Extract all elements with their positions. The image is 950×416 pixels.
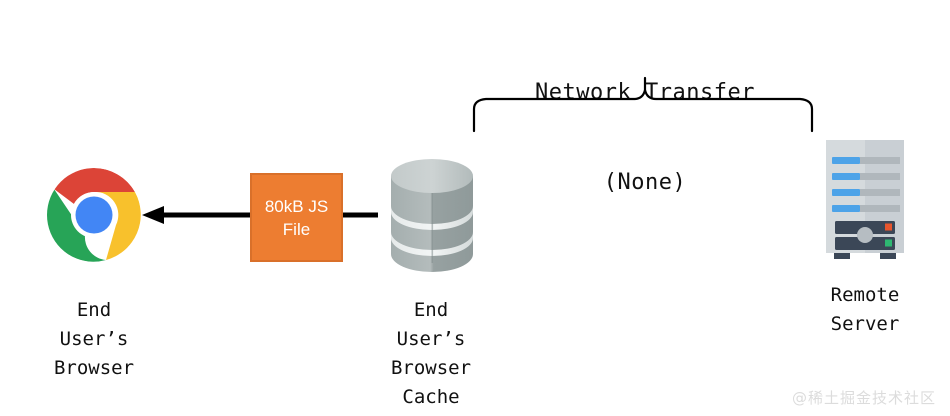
headline-line-1: Network Transfer [535, 80, 755, 105]
server-led-red [885, 223, 892, 231]
headline-network-transfer: Network Transfer (None) [455, 18, 835, 258]
caption-remote-server: Remote Server [830, 284, 900, 335]
database-cylinder-icon [391, 159, 473, 272]
headline-line-2: (None) [603, 170, 687, 195]
server-tower-icon [826, 140, 904, 259]
server-led-green [885, 239, 892, 247]
watermark: @稀土掘金技术社区 [791, 389, 936, 407]
file-node-box: 80kB JS File [250, 173, 343, 262]
file-node-label: 80kB JS File [264, 196, 329, 239]
chrome-logo-icon [47, 168, 141, 262]
server-status-bars [832, 157, 900, 212]
caption-end-user-browser-cache: End User’s Browser Cache [390, 299, 472, 408]
arrow-head-icon [142, 206, 164, 224]
caption-end-user-browser: End User’s Browser [53, 299, 135, 379]
